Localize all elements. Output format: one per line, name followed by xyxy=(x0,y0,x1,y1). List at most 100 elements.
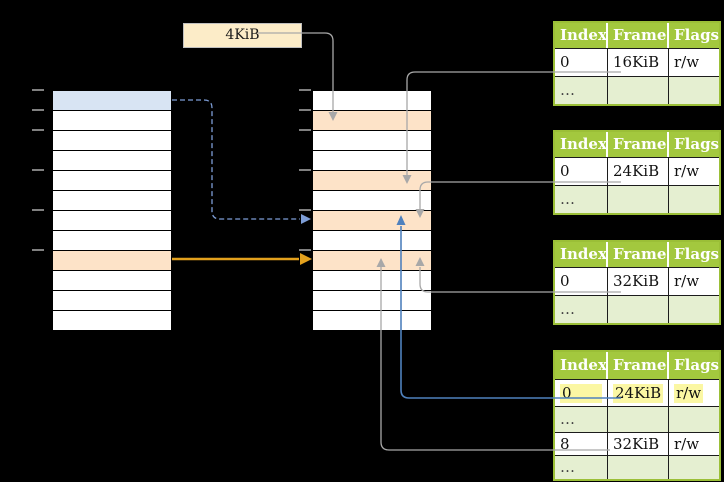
virtual-memory-tick-8 xyxy=(32,249,44,251)
page-size-label: 4KiB xyxy=(183,23,302,48)
virtual-memory-row-9 xyxy=(53,271,171,291)
header-flags: Flags xyxy=(669,242,719,267)
physical-memory-tick-2 xyxy=(299,129,311,131)
header-flags: Flags xyxy=(669,352,719,379)
virtual-memory-tick-2 xyxy=(32,129,44,131)
physical-memory-tick-6 xyxy=(299,209,311,211)
cell-frame: 24KiB xyxy=(608,157,669,185)
cell-index: 0 xyxy=(555,379,608,406)
physical-memory-row-9 xyxy=(313,271,431,291)
header-flags: Flags xyxy=(669,23,719,48)
cell-flags: r/w xyxy=(669,157,719,185)
physical-memory-row-10 xyxy=(313,291,431,311)
header-frame: Frame xyxy=(608,242,669,267)
cell-frame: 24KiB xyxy=(608,379,669,406)
cell-index: 0 xyxy=(555,48,608,76)
header-index: Index xyxy=(555,23,608,48)
cell-flags: r/w xyxy=(669,267,719,295)
cell-index: … xyxy=(555,455,608,479)
header-flags: Flags xyxy=(669,132,719,157)
cell-frame xyxy=(608,455,669,479)
cell-frame xyxy=(608,185,669,213)
virtual-memory-row-4 xyxy=(53,171,171,191)
page-table-4-row-1: … xyxy=(555,406,719,432)
virtual-memory-row-11 xyxy=(53,311,171,330)
virtual-memory-column xyxy=(52,90,172,331)
virtual-memory-row-8 xyxy=(53,251,171,271)
physical-memory-row-1 xyxy=(313,111,431,131)
physical-memory-row-0 xyxy=(313,91,431,111)
arrow-virtual-page0-to-frame-24kib-dashed xyxy=(172,99,311,224)
cell-frame: 32KiB xyxy=(608,432,669,455)
physical-memory-row-8 xyxy=(313,251,431,271)
header-frame: Frame xyxy=(608,132,669,157)
physical-memory-tick-8 xyxy=(299,249,311,251)
cell-index: … xyxy=(555,295,608,323)
header-index: Index xyxy=(555,242,608,267)
highlighted-value: 24KiB xyxy=(613,384,664,403)
header-index: Index xyxy=(555,132,608,157)
physical-memory-tick-4 xyxy=(299,169,311,171)
cell-index: 0 xyxy=(555,157,608,185)
physical-memory-column xyxy=(312,90,432,331)
virtual-memory-tick-0 xyxy=(32,89,44,91)
physical-memory-row-4 xyxy=(313,171,431,191)
virtual-memory-row-3 xyxy=(53,151,171,171)
cell-frame xyxy=(608,406,669,432)
cell-frame: 16KiB xyxy=(608,48,669,76)
cell-flags: r/w xyxy=(669,379,719,406)
page-table-4-row-3: … xyxy=(555,455,719,479)
physical-memory-row-2 xyxy=(313,131,431,151)
cell-index: 8 xyxy=(555,432,608,455)
cell-flags xyxy=(669,295,719,323)
cell-index: 0 xyxy=(555,267,608,295)
physical-memory-row-5 xyxy=(313,191,431,211)
virtual-memory-row-5 xyxy=(53,191,171,211)
header-frame: Frame xyxy=(608,352,669,379)
virtual-memory-row-10 xyxy=(53,291,171,311)
cell-frame xyxy=(608,295,669,323)
cell-flags: r/w xyxy=(669,432,719,455)
header-frame: Frame xyxy=(608,23,669,48)
virtual-memory-tick-6 xyxy=(32,209,44,211)
physical-memory-row-3 xyxy=(313,151,431,171)
cell-flags xyxy=(669,406,719,432)
page-table-1-row-1: … xyxy=(555,76,719,104)
virtual-memory-row-1 xyxy=(53,111,171,131)
physical-memory-row-6 xyxy=(313,211,431,231)
cell-frame: 32KiB xyxy=(608,267,669,295)
cell-flags xyxy=(669,455,719,479)
highlighted-value: 0 xyxy=(560,384,602,403)
header-index: Index xyxy=(555,352,608,379)
cell-index: … xyxy=(555,406,608,432)
cell-frame xyxy=(608,76,669,104)
cell-flags: r/w xyxy=(669,48,719,76)
cell-index: … xyxy=(555,76,608,104)
physical-memory-tick-0 xyxy=(299,89,311,91)
virtual-memory-tick-1 xyxy=(32,109,44,111)
virtual-memory-tick-4 xyxy=(32,169,44,171)
page-table-2-row-1: … xyxy=(555,185,719,213)
virtual-memory-row-7 xyxy=(53,231,171,251)
physical-memory-row-7 xyxy=(313,231,431,251)
highlighted-value: r/w xyxy=(674,384,704,403)
virtual-memory-row-2 xyxy=(53,131,171,151)
cell-flags xyxy=(669,185,719,213)
arrow-virtual-page8-to-frame-32kib xyxy=(172,253,312,265)
page-table-4-row-0: 0 24KiB r/w xyxy=(555,379,719,406)
physical-memory-row-11 xyxy=(313,311,431,330)
physical-memory-tick-1 xyxy=(299,109,311,111)
virtual-memory-row-6 xyxy=(53,211,171,231)
